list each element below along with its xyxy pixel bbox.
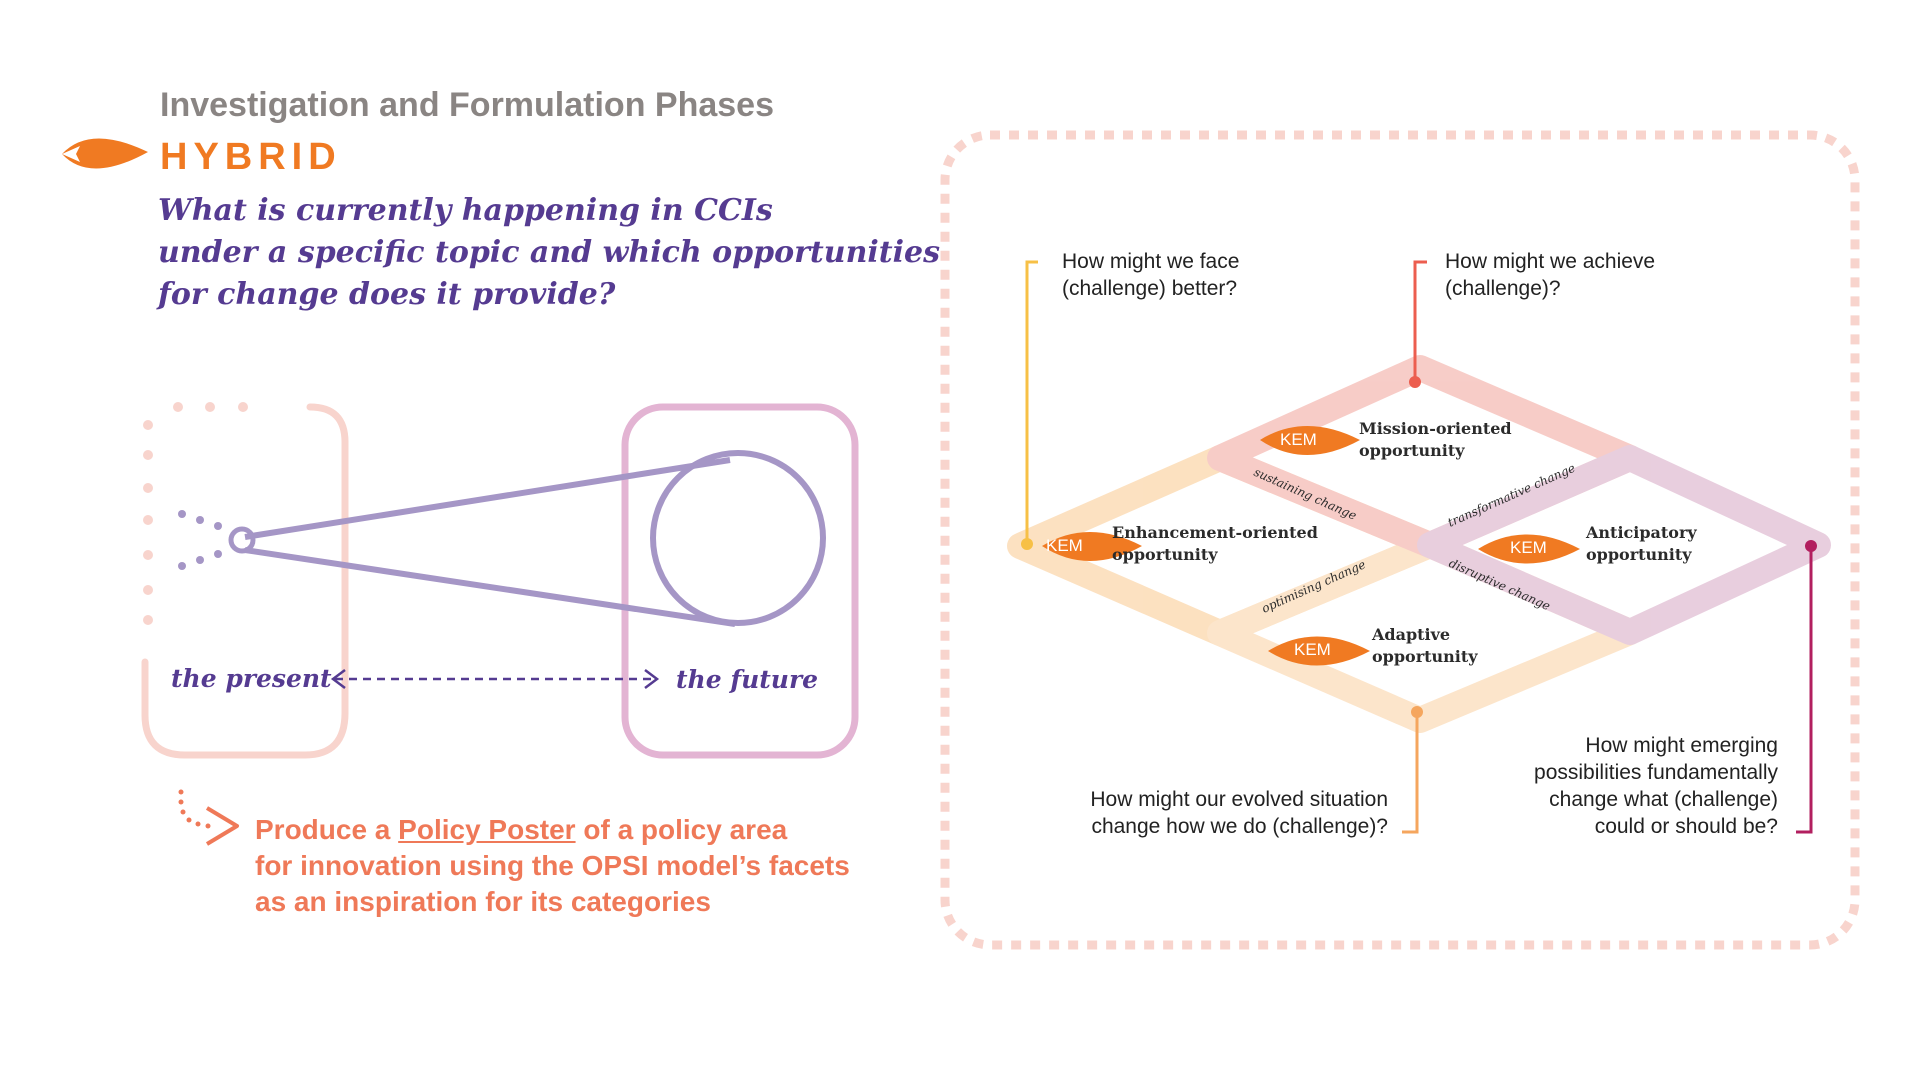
question-line: (challenge) better? bbox=[1062, 277, 1238, 300]
opportunity-line: opportunity bbox=[1359, 441, 1465, 460]
question-line: change how we do (challenge)? bbox=[1091, 815, 1388, 838]
emerging-connector bbox=[1796, 546, 1813, 834]
opsi-model-diagram: sustaining change transformative change … bbox=[940, 130, 1860, 950]
main-question: What is currently happening in CCIs unde… bbox=[158, 190, 941, 316]
question-line: How might we face bbox=[1062, 250, 1240, 273]
main-question-line: for change does it provide? bbox=[158, 277, 616, 312]
achieve-question: How might we achieve (challenge)? bbox=[1445, 248, 1655, 302]
task-line-2: for innovation using the OPSI model’s fa… bbox=[255, 850, 850, 881]
timeline-arrow bbox=[330, 669, 660, 689]
opportunity-line: opportunity bbox=[1372, 647, 1478, 666]
enhancement-opportunity-label: Enhancement-oriented opportunity bbox=[1112, 522, 1318, 566]
kem-mission-label: KEM bbox=[1280, 430, 1317, 449]
opportunity-line: Anticipatory bbox=[1586, 523, 1697, 542]
anticipatory-opportunity-label: Anticipatory opportunity bbox=[1586, 522, 1697, 566]
present-label: the present bbox=[171, 664, 332, 693]
present-frame bbox=[141, 402, 349, 759]
fish-logo-icon bbox=[62, 138, 148, 169]
opportunity-line: Adaptive bbox=[1372, 625, 1451, 644]
face-question: How might we face (challenge) better? bbox=[1062, 248, 1239, 302]
task-line-3: as an inspiration for its categories bbox=[255, 886, 711, 917]
evolved-question: How might our evolved situation change h… bbox=[1090, 786, 1388, 840]
task-instructions: Produce a Policy Poster of a policy area… bbox=[255, 812, 935, 920]
eye-dots bbox=[178, 510, 222, 570]
kem-mission-icon bbox=[1260, 426, 1360, 455]
main-question-line: under a specific topic and which opportu… bbox=[158, 235, 941, 270]
opportunity-line: Enhancement-oriented bbox=[1112, 523, 1318, 542]
kem-enhancement-icon bbox=[1042, 532, 1142, 561]
question-line: change what (challenge) bbox=[1549, 788, 1778, 811]
viewing-cone bbox=[228, 450, 826, 627]
phase-subtitle: Investigation and Formulation Phases bbox=[160, 86, 774, 124]
anticipatory-band bbox=[1417, 445, 1831, 645]
diagram-frame bbox=[940, 130, 1860, 950]
policy-poster-link[interactable]: Policy Poster bbox=[398, 814, 576, 845]
achieve-connector bbox=[1413, 260, 1427, 382]
hybrid-label: HYBRID bbox=[160, 136, 342, 178]
task-line-1: Produce a Policy Poster of a policy area bbox=[255, 812, 935, 848]
future-label: the future bbox=[676, 665, 819, 694]
question-line: How might emerging bbox=[1585, 734, 1778, 757]
sustaining-change-label: sustaining change bbox=[1252, 465, 1359, 523]
dotted-arrow-icon bbox=[178, 789, 239, 846]
opportunity-line: opportunity bbox=[1586, 545, 1692, 564]
task-text: of a policy area bbox=[575, 814, 788, 845]
kem-anticipatory-label: KEM bbox=[1510, 538, 1547, 557]
kem-adaptive-label: KEM bbox=[1294, 640, 1331, 659]
face-connector bbox=[1025, 260, 1038, 544]
question-line: How might we achieve bbox=[1445, 250, 1656, 273]
opportunity-line: opportunity bbox=[1112, 545, 1218, 564]
question-line: (challenge)? bbox=[1445, 277, 1561, 300]
main-question-line: What is currently happening in CCIs bbox=[158, 193, 773, 228]
emerging-question: How might emerging possibilities fundame… bbox=[1534, 732, 1778, 840]
question-line: possibilities fundamentally bbox=[1534, 761, 1778, 784]
adaptive-opportunity-label: Adaptive opportunity bbox=[1372, 624, 1478, 668]
kem-enhancement-label: KEM bbox=[1046, 536, 1083, 555]
evolved-connector bbox=[1402, 710, 1419, 834]
kem-anticipatory-opportunity-icon bbox=[1478, 534, 1580, 564]
opportunity-line: Mission-oriented bbox=[1359, 419, 1512, 438]
kem-adaptive-icon bbox=[1268, 636, 1370, 666]
task-text: Produce a bbox=[255, 814, 399, 845]
question-line: could or should be? bbox=[1594, 815, 1778, 838]
mission-opportunity-label: Mission-oriented opportunity bbox=[1359, 418, 1512, 462]
question-line: How might our evolved situation bbox=[1090, 788, 1388, 811]
present-future-illustration bbox=[141, 402, 859, 759]
future-frame bbox=[621, 403, 859, 759]
